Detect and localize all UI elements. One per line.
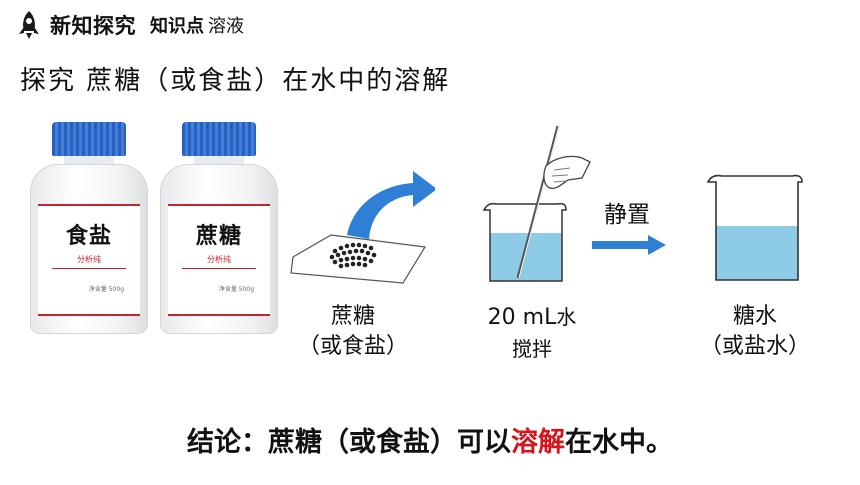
bottle-label: 食盐 分析纯 净含量 500g bbox=[38, 204, 140, 316]
settle-label: 静置 bbox=[604, 202, 650, 228]
curved-arrow-icon bbox=[347, 171, 435, 239]
conclusion: 结论：蔗糖（或食盐）可以溶解在水中。 bbox=[187, 427, 673, 458]
bottle-weight: 净含量 500g bbox=[218, 286, 254, 293]
bottle-grade: 分析纯 bbox=[77, 255, 101, 264]
bottle-name: 蔗糖 bbox=[195, 224, 242, 249]
bottle-weight: 净含量 500g bbox=[88, 286, 124, 293]
water-amount: 20 mL bbox=[487, 305, 557, 330]
bottle-cap bbox=[52, 122, 126, 156]
header: 新知探究 知识点 溶液 bbox=[16, 8, 244, 42]
solute-caption: 蔗糖 （或食盐） bbox=[297, 304, 408, 359]
bottle-grade: 分析纯 bbox=[207, 255, 231, 264]
beaker-icon bbox=[706, 174, 803, 281]
knowledge-point-label: 知识点 bbox=[150, 16, 204, 37]
water-word: 水 bbox=[556, 305, 577, 329]
water-caption: 20 mL水 搅拌 bbox=[462, 302, 602, 364]
result-caption: 糖水 （或盐水） bbox=[699, 304, 810, 359]
stirring-beaker-illustration bbox=[482, 125, 591, 282]
sugar-grains-icon bbox=[329, 242, 377, 269]
rocket-icon bbox=[19, 11, 39, 39]
glass-rod-icon bbox=[516, 125, 560, 279]
bottle-name: 食盐 bbox=[65, 224, 112, 249]
stir-label: 搅拌 bbox=[512, 337, 552, 361]
salt-bottle: 食盐 分析纯 净含量 500g bbox=[30, 122, 148, 334]
highlight-dissolve: 溶解 bbox=[511, 427, 565, 458]
topic-label: 溶液 bbox=[208, 16, 244, 37]
bottle-label: 蔗糖 分析纯 净含量 500g bbox=[168, 204, 270, 316]
right-arrow-icon bbox=[592, 235, 666, 255]
experiment-title: 探究 蔗糖（或食盐）在水中的溶解 bbox=[20, 66, 451, 96]
hand-icon bbox=[543, 155, 591, 190]
sugar-on-paper-illustration bbox=[290, 171, 435, 284]
solution-beaker-illustration bbox=[706, 174, 803, 281]
bottle-cap bbox=[182, 122, 256, 156]
section-title: 新知探究 bbox=[50, 14, 136, 38]
beaker-icon bbox=[482, 202, 567, 282]
sugar-bottle: 蔗糖 分析纯 净含量 500g bbox=[160, 122, 278, 334]
